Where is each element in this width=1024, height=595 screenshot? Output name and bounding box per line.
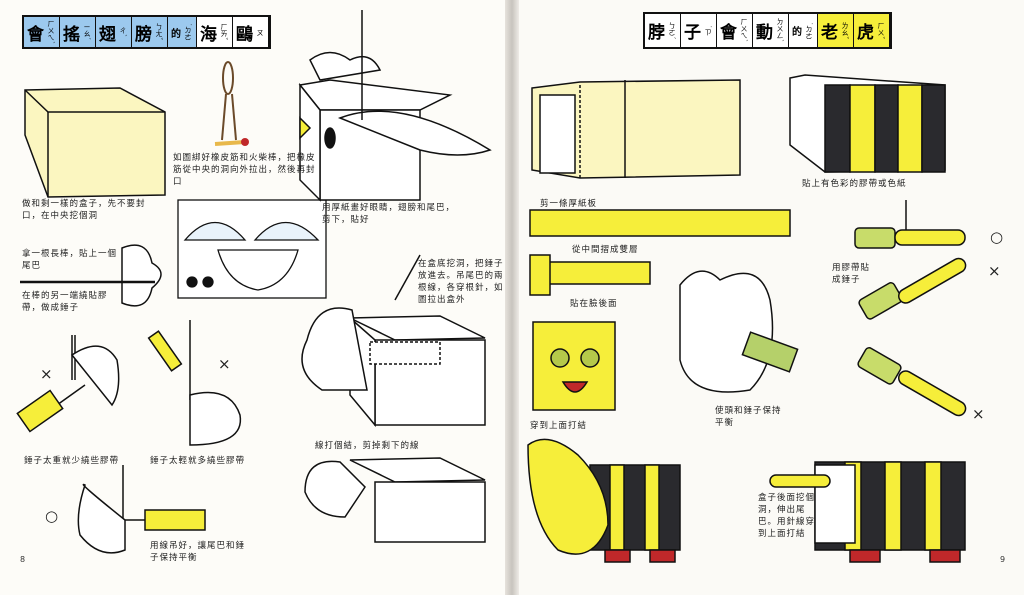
title-char: 會ㄏㄨㄟˋ <box>24 17 60 47</box>
title-char: 的˙ㄉㄜ <box>789 14 818 47</box>
title-char: 鷗ㄡ <box>233 17 269 47</box>
caption-tail: 盒子後面挖個洞，伸出尾巴。用針線穿到上面打結 <box>758 493 816 539</box>
caption-knot: 線打個結，剪掉剩下的線 <box>315 441 420 451</box>
title-zhuyin: ㄔˋ <box>119 26 127 38</box>
title-hanzi: 子 <box>684 23 701 43</box>
title-char: 子˙ㄗ <box>681 14 717 47</box>
caption-stick: 拿一根長棒，貼上一個尾巴 <box>22 249 118 271</box>
page-number: 9 <box>1000 555 1006 564</box>
title-char: 膀ㄅㄤˇ <box>132 17 168 47</box>
caption-tape: 用膠帶貼成錘子 <box>832 263 871 285</box>
title-hanzi: 老 <box>821 23 838 43</box>
caption-attach: 貼在臉後面 <box>570 299 618 309</box>
box-with-weight <box>301 254 486 543</box>
title-hanzi: 搖 <box>63 24 80 45</box>
right-mark: ○ <box>45 507 59 525</box>
caption-cut: 剪一條厚紙板 <box>540 199 598 209</box>
title-char: 的˙ㄉㄜ <box>168 17 197 47</box>
wrong-mark: × <box>972 405 985 423</box>
caption-balance: 用線吊好，讓尾巴和錘子保持平衡 <box>150 541 246 563</box>
tiger-weights <box>854 200 967 417</box>
title-char: 動ㄉㄨㄥˋ <box>753 14 789 47</box>
title-zhuyin: ㄏㄨˇ <box>877 21 885 40</box>
title-zhuyin: ㄅㄛˊ <box>668 21 676 40</box>
caption-balance: 使頭和錘子保持平衡 <box>715 406 782 428</box>
caption-thread: 穿到上面打結 <box>530 421 588 431</box>
title-char: 脖ㄅㄛˊ <box>645 14 681 47</box>
rubber-band-illustration <box>214 61 249 146</box>
book-gutter <box>505 0 519 595</box>
cutout-sheet <box>177 199 327 299</box>
title-hanzi: 鷗 <box>236 24 253 45</box>
title-char: 搖ㄧㄠˊ <box>60 17 96 47</box>
title-zhuyin: ˙ㄗ <box>704 25 712 36</box>
stick-tail <box>20 244 162 307</box>
title-char: 虎ㄏㄨˇ <box>854 14 890 47</box>
wrong-mark: × <box>40 365 53 383</box>
finished-tigers <box>527 438 966 563</box>
title-hanzi: 動 <box>756 23 773 43</box>
title-char: 老ㄌㄠˇ <box>818 14 854 47</box>
caption-insert: 在盒底挖洞，把錘子放進去。吊尾巴的兩根線，各穿根針，如圖拉出盒外 <box>418 259 504 305</box>
title-hanzi: 海 <box>200 24 217 45</box>
title-zhuyin: ˙ㄉㄜ <box>184 23 192 41</box>
title-hanzi: 會 <box>720 23 737 43</box>
wrong-mark: × <box>218 355 231 373</box>
caption-heavy: 錘子太重就少繞些膠帶 <box>24 456 120 466</box>
sleeve-box <box>531 79 741 179</box>
wrong-mark: × <box>988 262 1001 280</box>
weight-figures <box>16 320 242 554</box>
title-hanzi: 虎 <box>857 23 874 43</box>
caption-fold: 從中間摺成雙層 <box>572 245 639 255</box>
title-zhuyin: ㄏㄨㄟˋ <box>47 19 55 45</box>
cardboard-strips <box>529 209 791 296</box>
seagull-box <box>298 10 492 202</box>
right-mark: ○ <box>990 228 1004 246</box>
title-hanzi: 脖 <box>648 23 665 43</box>
title-zhuyin: ㄉㄨㄥˋ <box>776 18 784 43</box>
caption-rubber: 如圖綁好橡皮筋和火柴棒，把橡皮筋從中央的洞向外拉出，然後再封口 <box>173 153 316 187</box>
caption-wings: 用厚紙畫好眼睛，翅膀和尾巴，剪下，貼好 <box>322 203 456 225</box>
title-zhuyin: ㄌㄠˇ <box>841 21 849 40</box>
yellow-box-illustration <box>24 87 166 198</box>
title-char: 翅ㄔˋ <box>96 17 132 47</box>
title-zhuyin: ㄡ <box>256 28 264 36</box>
title-zhuyin: ㄏㄞˇ <box>220 23 228 41</box>
tiger-face <box>532 321 616 411</box>
title-zhuyin: ㄏㄨㄟˋ <box>740 18 748 43</box>
title-hanzi: 會 <box>27 24 44 45</box>
title-zhuyin: ˙ㄉㄜ <box>805 21 813 40</box>
title-char: 會ㄏㄨㄟˋ <box>717 14 753 47</box>
title-hanzi: 膀 <box>135 24 152 45</box>
page-number: 8 <box>20 555 26 564</box>
title-hanzi: 翅 <box>99 24 116 45</box>
striped-box <box>789 74 946 173</box>
caption-box: 做和剩一樣的盒子，先不要封口，在中央挖個洞 <box>22 199 146 221</box>
title-hanzi: 的 <box>792 27 802 38</box>
title-zhuyin: ㄧㄠˊ <box>83 23 91 41</box>
neck-attach <box>679 270 799 393</box>
title-zhuyin: ㄅㄤˇ <box>155 23 163 41</box>
caption-stripes: 貼上有色彩的膠帶或色紙 <box>802 179 907 189</box>
caption-weight: 在棒的另一端繞貼膠帶，做成錘子 <box>22 291 108 313</box>
caption-light: 錘子太輕就多繞些膠帶 <box>150 456 246 466</box>
title-char: 海ㄏㄞˇ <box>197 17 233 47</box>
title-hanzi: 的 <box>171 28 181 40</box>
